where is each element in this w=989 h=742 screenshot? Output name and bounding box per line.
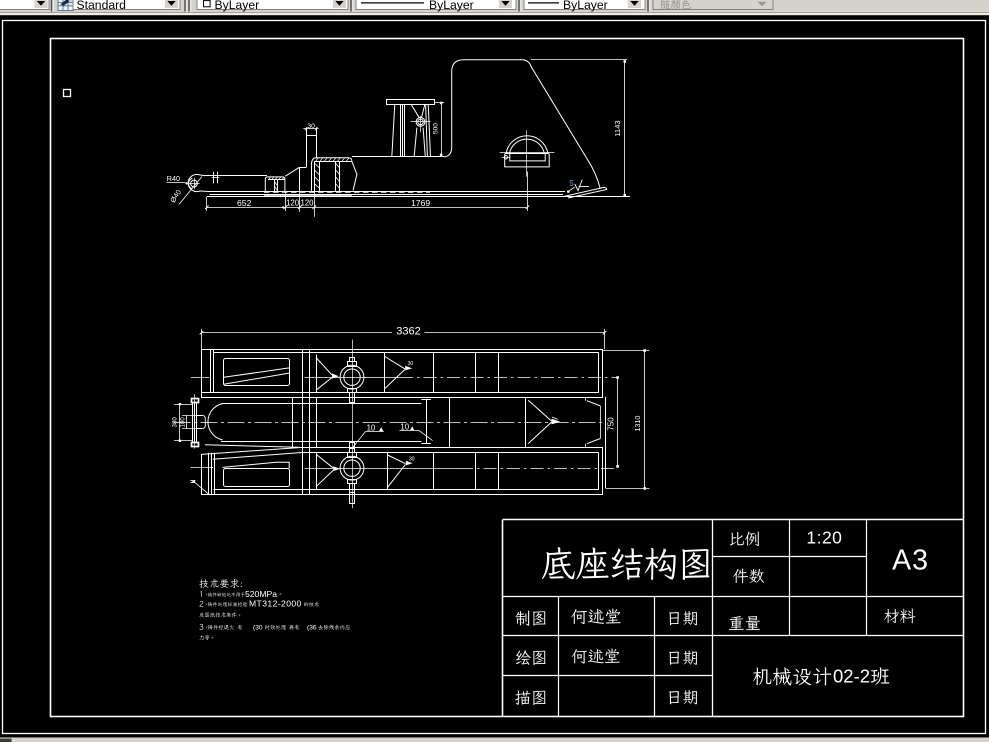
svg-text:ByLayer: ByLayer: [429, 0, 474, 12]
svg-text:500: 500: [433, 123, 440, 134]
svg-text:380: 380: [172, 417, 179, 428]
svg-text:652: 652: [237, 198, 252, 208]
svg-text:Standard: Standard: [77, 0, 126, 12]
svg-text:520MPa: 520MPa: [245, 589, 277, 599]
svg-text:ByLayer: ByLayer: [563, 0, 608, 12]
svg-text:A3: A3: [892, 545, 929, 577]
svg-text:3362: 3362: [396, 325, 420, 337]
svg-text:10: 10: [400, 423, 409, 432]
svg-text:180: 180: [181, 417, 187, 428]
svg-text:750: 750: [607, 417, 616, 431]
svg-text:120: 120: [300, 199, 314, 208]
svg-text:02-2: 02-2: [833, 666, 870, 687]
svg-text:5: 5: [569, 179, 574, 188]
svg-text:MT312-2000: MT312-2000: [249, 599, 302, 609]
svg-text:30: 30: [408, 361, 414, 367]
svg-text:1:20: 1:20: [806, 528, 842, 548]
svg-text:1769: 1769: [411, 198, 430, 208]
svg-text:(36: (36: [307, 625, 317, 632]
svg-text:120: 120: [286, 199, 300, 208]
svg-text:(30: (30: [253, 625, 263, 632]
svg-text:R40: R40: [167, 174, 180, 183]
svg-text:30: 30: [307, 123, 315, 130]
svg-text:10: 10: [367, 424, 376, 433]
svg-text:30: 30: [409, 456, 415, 462]
svg-text:1310: 1310: [633, 416, 642, 432]
svg-text:1143: 1143: [613, 120, 622, 136]
svg-text:ByLayer: ByLayer: [215, 0, 260, 12]
